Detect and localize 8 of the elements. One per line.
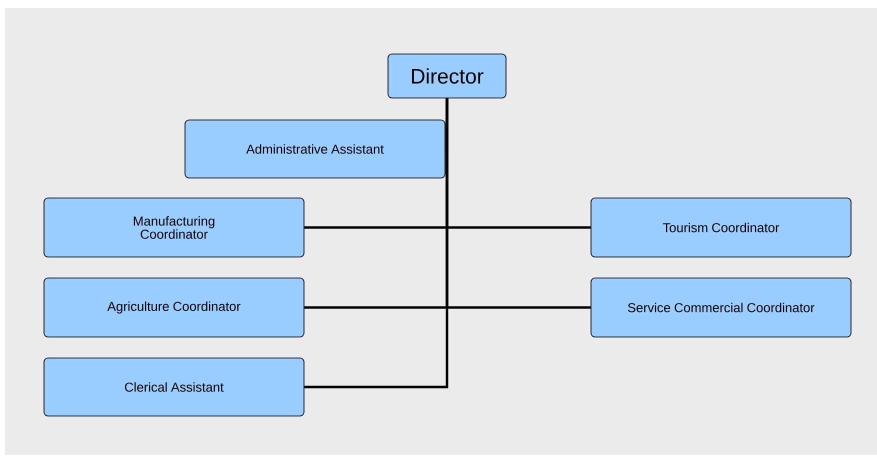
role-box: Clerical Assistant <box>44 358 304 416</box>
role-box: Agriculture Coordinator <box>44 278 304 338</box>
role-box: Administrative Assistant <box>184 120 446 178</box>
connector-line <box>304 98 448 388</box>
role-box: Tourism Coordinator <box>590 198 852 258</box>
title-box: Director <box>388 54 506 98</box>
role-box: Manufacturing Coordinator <box>44 198 304 258</box>
role-box: Service Commercial Coordinator <box>590 278 852 338</box>
